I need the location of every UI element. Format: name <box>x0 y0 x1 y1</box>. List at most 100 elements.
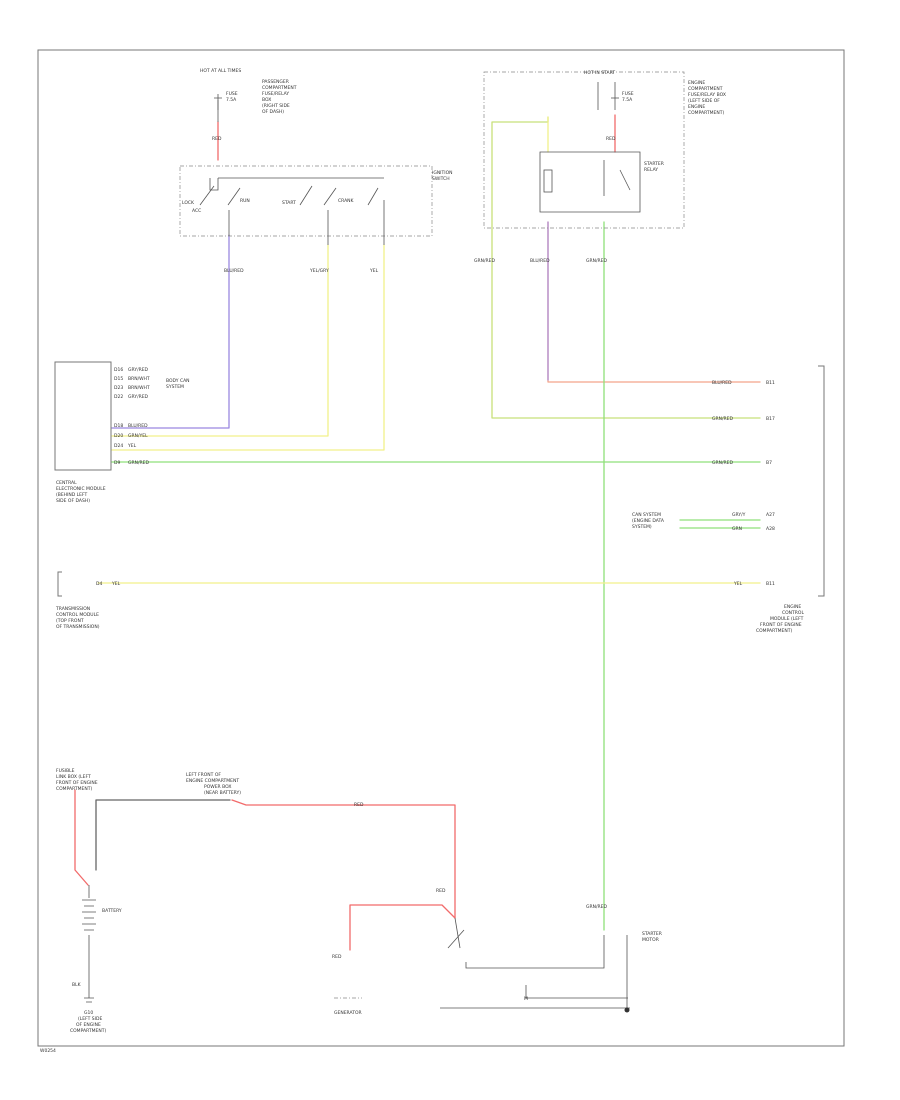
svg-text:SWITCH: SWITCH <box>432 176 450 182</box>
svg-text:BLU/RED: BLU/RED <box>128 423 148 429</box>
svg-text:ENGINE: ENGINE <box>688 104 705 110</box>
svg-text:B17: B17 <box>766 416 775 422</box>
engine-fuse-box <box>483 71 685 229</box>
ground-wire-label: BLK <box>72 982 82 988</box>
svg-text:STARTER: STARTER <box>644 161 664 167</box>
svg-text:BRN/WHT: BRN/WHT <box>128 376 150 382</box>
svg-text:ENGINE COMPARTMENT: ENGINE COMPARTMENT <box>186 778 239 784</box>
svg-text:RED: RED <box>212 136 222 142</box>
fuse-label-right: FUSE 7.5A <box>622 91 634 103</box>
ignition-switch-label: IGNITION SWITCH <box>432 170 453 182</box>
svg-text:GRN/RED: GRN/RED <box>128 460 149 466</box>
hot-at-all-times-label: HOT AT ALL TIMES <box>200 68 241 74</box>
svg-text:ENGINE: ENGINE <box>784 604 801 610</box>
wire-blu-red-ecm <box>547 221 761 383</box>
svg-text:START: START <box>282 200 296 206</box>
starter-wire-label: GRN/RED <box>586 904 607 910</box>
svg-text:OF TRANSMISSION): OF TRANSMISSION) <box>56 624 100 630</box>
svg-text:STARTER: STARTER <box>642 931 662 937</box>
svg-text:OF DASH): OF DASH) <box>262 109 284 115</box>
svg-text:G10: G10 <box>84 1010 93 1016</box>
svg-text:GRY/Y: GRY/Y <box>732 512 746 518</box>
svg-text:RELAY: RELAY <box>644 167 658 173</box>
svg-text:COMPARTMENT: COMPARTMENT <box>688 86 723 92</box>
battery-label: BATTERY <box>102 908 122 914</box>
svg-text:OF ENGINE: OF ENGINE <box>76 1022 101 1028</box>
svg-text:POWER BOX: POWER BOX <box>204 784 231 790</box>
svg-text:BOX: BOX <box>262 97 271 103</box>
svg-text:B7: B7 <box>766 460 772 466</box>
svg-text:(NEAR BATTERY): (NEAR BATTERY) <box>204 790 241 796</box>
svg-text:SYSTEM): SYSTEM) <box>632 524 652 530</box>
svg-text:YEL: YEL <box>733 581 743 587</box>
svg-text:YEL/GRY: YEL/GRY <box>309 268 329 274</box>
ecm-label: ENGINE CONTROL MODULE (LEFT FRONT OF ENG… <box>756 604 804 634</box>
svg-text:A27: A27 <box>766 512 775 518</box>
ecm-pin-labels: B11 B17 B7 B11 <box>766 380 775 587</box>
passenger-fuse-label: PASSENGER COMPARTMENT FUSE/RELAY BOX (RI… <box>262 79 297 115</box>
svg-text:ENGINE: ENGINE <box>688 80 705 86</box>
hot-in-start-label: HOT IN START <box>584 70 615 76</box>
svg-text:RUN: RUN <box>240 198 250 204</box>
wire-red-battery <box>74 789 89 886</box>
svg-text:MODULE (LEFT: MODULE (LEFT <box>770 616 804 622</box>
motor-ground-label: M <box>524 996 528 1002</box>
svg-text:LEFT FRONT OF: LEFT FRONT OF <box>186 772 221 778</box>
tcm-connector <box>57 571 62 597</box>
battery-symbol <box>82 899 96 931</box>
red-label-starter: RED <box>436 888 446 894</box>
svg-text:LOCK: LOCK <box>182 200 195 206</box>
svg-text:D24: D24 <box>114 443 123 449</box>
svg-text:FUSE: FUSE <box>226 91 238 97</box>
svg-text:RED: RED <box>606 136 616 142</box>
ignition-switch-box <box>179 165 433 237</box>
engine-fuse-label: ENGINE COMPARTMENT FUSE/RELAY BOX (LEFT … <box>688 80 726 116</box>
fusible-link-label: FUSIBLE LINK BOX (LEFT FRONT OF ENGINE C… <box>56 768 98 792</box>
wire-red-generator <box>231 799 456 919</box>
svg-text:MOTOR: MOTOR <box>642 937 659 943</box>
svg-text:GRN/RED: GRN/RED <box>474 258 495 264</box>
red-label-loop: RED <box>332 954 342 960</box>
svg-text:IGNITION: IGNITION <box>432 170 453 176</box>
central-module-label: CENTRAL ELECTRONIC MODULE (BEHIND LEFT S… <box>56 480 106 504</box>
ground-symbol <box>84 997 94 1003</box>
svg-text:B11: B11 <box>766 380 775 386</box>
svg-text:COMPARTMENT): COMPARTMENT) <box>70 1028 106 1034</box>
svg-text:FRONT OF ENGINE: FRONT OF ENGINE <box>760 622 802 628</box>
svg-text:CENTRAL: CENTRAL <box>56 480 77 486</box>
svg-text:D22: D22 <box>114 394 123 400</box>
tcm-pin: D4 <box>96 581 102 587</box>
svg-text:FUSIBLE: FUSIBLE <box>56 768 75 774</box>
svg-text:COMPARTMENT: COMPARTMENT <box>262 85 297 91</box>
svg-text:BLU/RED: BLU/RED <box>712 380 732 386</box>
tcm-label: TRANSMISSION CONTROL MODULE (TOP FRONT O… <box>55 606 100 630</box>
central-module-box <box>54 361 112 471</box>
svg-text:BLU/RED: BLU/RED <box>530 258 550 264</box>
svg-text:COMPARTMENT): COMPARTMENT) <box>688 110 724 116</box>
svg-text:TRANSMISSION: TRANSMISSION <box>55 606 90 612</box>
svg-text:FRONT OF ENGINE: FRONT OF ENGINE <box>56 780 98 786</box>
svg-text:GRN: GRN <box>732 526 742 532</box>
wires <box>74 100 761 951</box>
svg-text:CONTROL MODULE: CONTROL MODULE <box>56 612 99 618</box>
tcm-wire: YEL <box>111 581 121 587</box>
svg-text:GRY/RED: GRY/RED <box>128 367 149 373</box>
body-can-label: BODY CAN SYSTEM <box>166 378 190 390</box>
svg-text:D23: D23 <box>114 385 123 391</box>
svg-text:ELECTRONIC MODULE: ELECTRONIC MODULE <box>56 486 106 492</box>
svg-text:BRN/WHT: BRN/WHT <box>128 385 150 391</box>
wire-gray-battery <box>95 799 231 871</box>
svg-text:PASSENGER: PASSENGER <box>262 79 289 85</box>
components <box>54 71 825 1013</box>
starter-relay-box <box>539 151 641 213</box>
svg-text:COMPARTMENT): COMPARTMENT) <box>756 628 792 634</box>
generator-label: GENERATOR <box>334 1010 362 1016</box>
svg-text:SYSTEM: SYSTEM <box>166 384 184 390</box>
can-system-label: CAN SYSTEM (ENGINE DATA SYSTEM) <box>632 512 665 530</box>
svg-text:(ENGINE DATA: (ENGINE DATA <box>632 518 665 524</box>
svg-text:GRN/RED: GRN/RED <box>712 460 733 466</box>
svg-text:GRN/RED: GRN/RED <box>586 258 607 264</box>
wire-red-loop <box>349 904 456 951</box>
labels: HOT AT ALL TIMES PASSENGER COMPARTMENT F… <box>40 68 804 1054</box>
svg-text:CAN SYSTEM: CAN SYSTEM <box>632 512 661 518</box>
